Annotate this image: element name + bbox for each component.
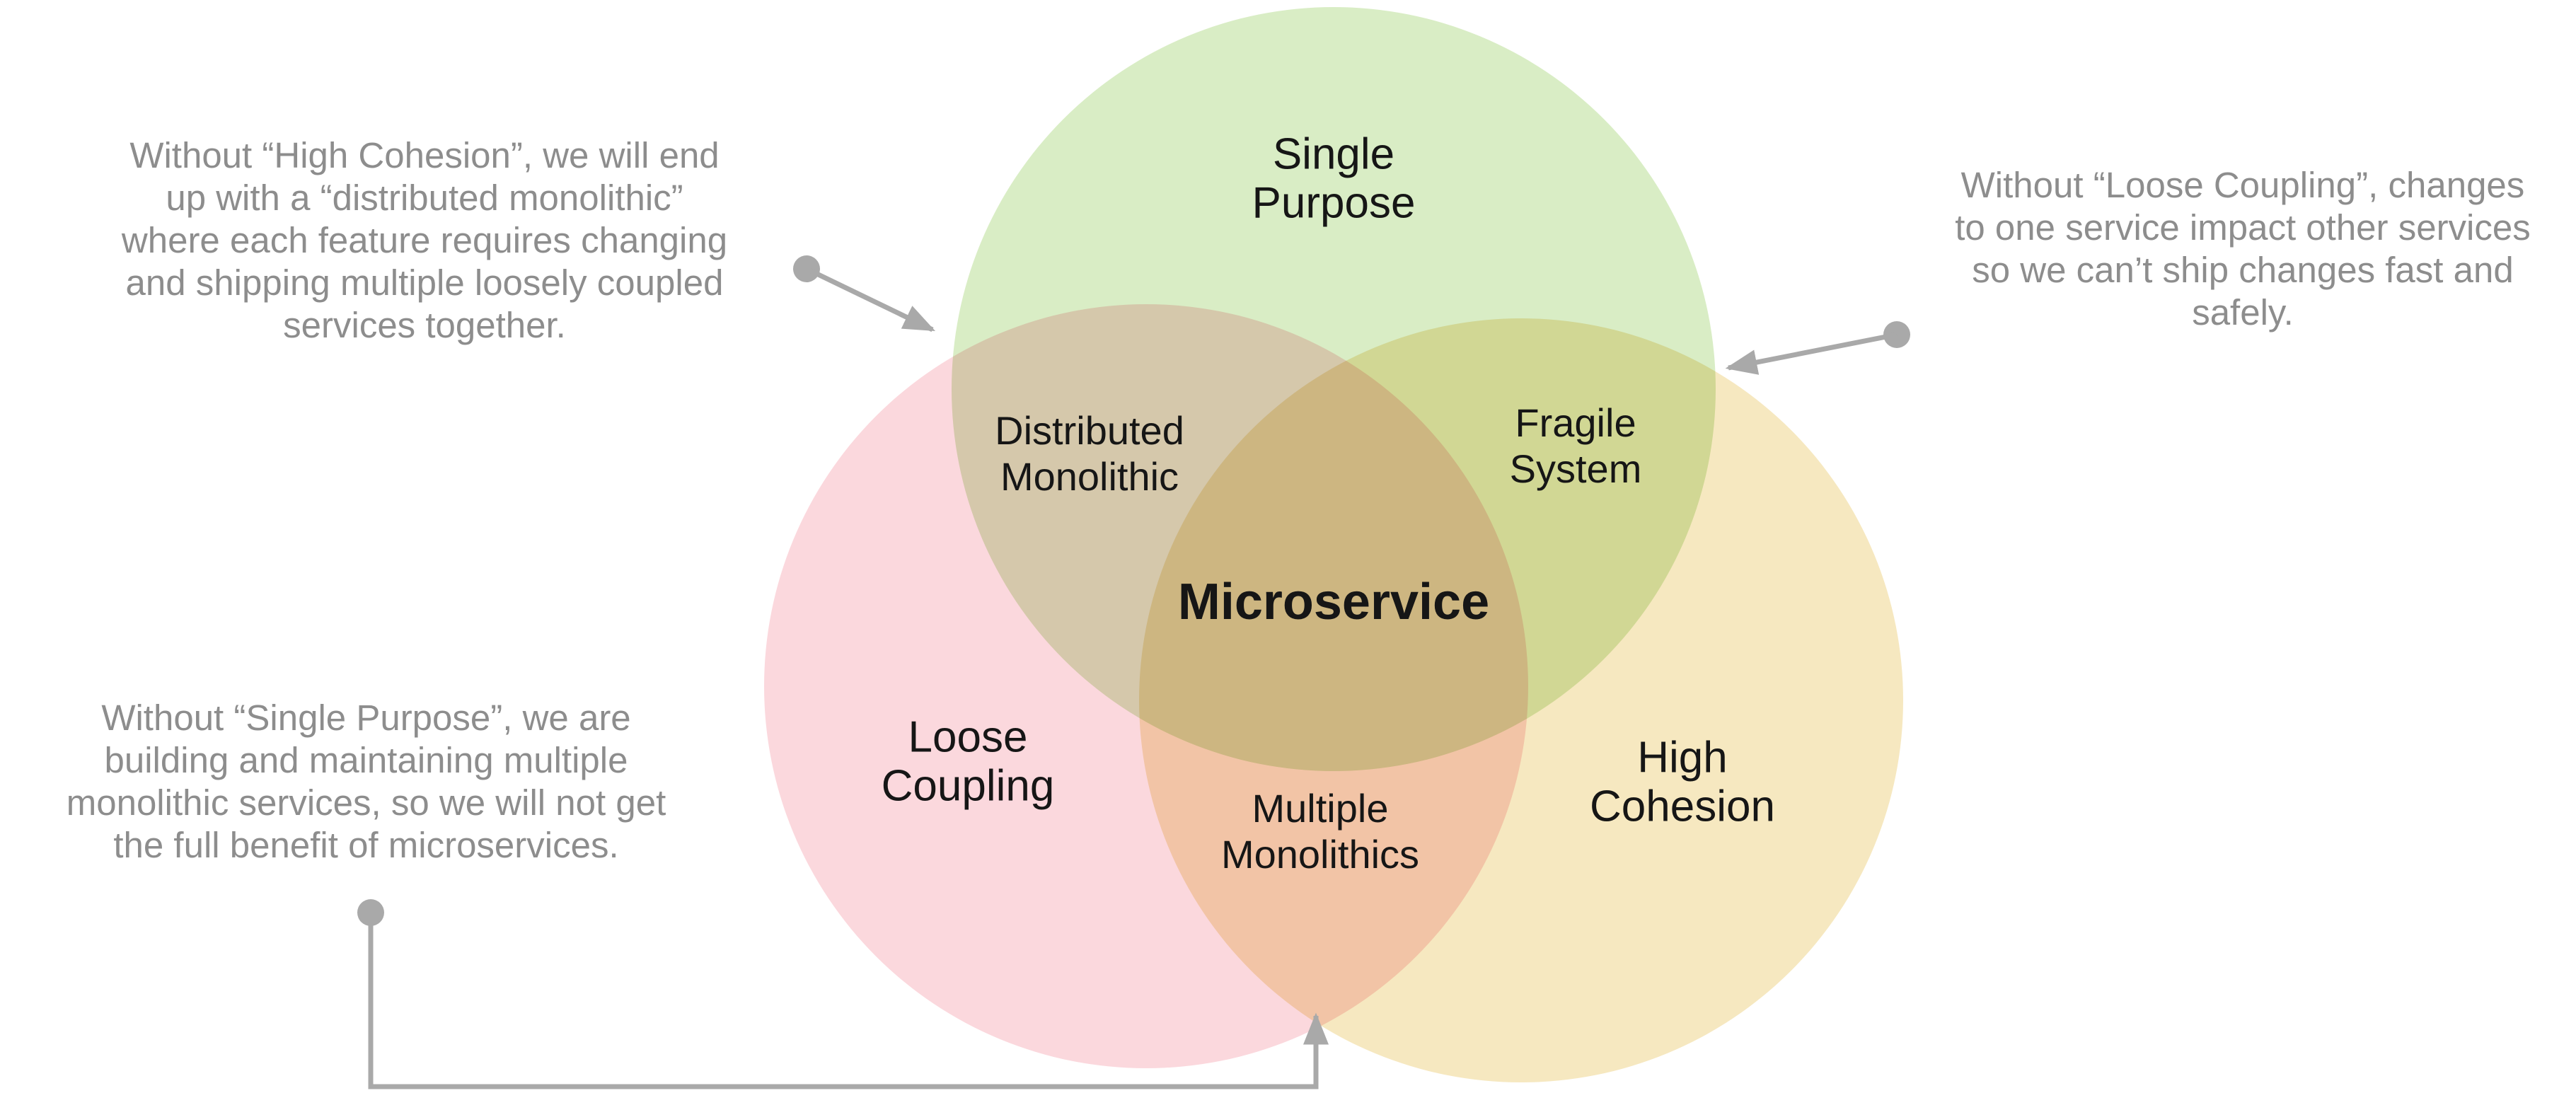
label-microservice: Microservice: [1177, 574, 1490, 630]
label-distributed-monolithic: Distributed Monolithic: [995, 408, 1184, 499]
connector-arrow-high-cohesion-note: [805, 266, 936, 332]
note-single-purpose: Without “Single Purpose”, we are buildin…: [66, 698, 666, 865]
label-fragile-system: Fragile System: [1509, 400, 1642, 491]
label-multiple-monolithics: Multiple Monolithics: [1220, 786, 1420, 877]
label-loose-coupling: Loose Coupling: [881, 712, 1055, 811]
circle-high-cohesion: [1139, 318, 1903, 1082]
connector-arrow-loose-coupling-note: [1725, 332, 1898, 375]
note-loose-coupling: Without “Loose Coupling”, changes to one…: [1955, 165, 2531, 332]
label-high-cohesion: High Cohesion: [1590, 733, 1775, 831]
label-single-purpose: Single Purpose: [1252, 129, 1416, 228]
connector-elbow-single-purpose-note: [368, 913, 1329, 1089]
note-high-cohesion: Without “High Cohesion”, we will end up …: [121, 135, 728, 345]
